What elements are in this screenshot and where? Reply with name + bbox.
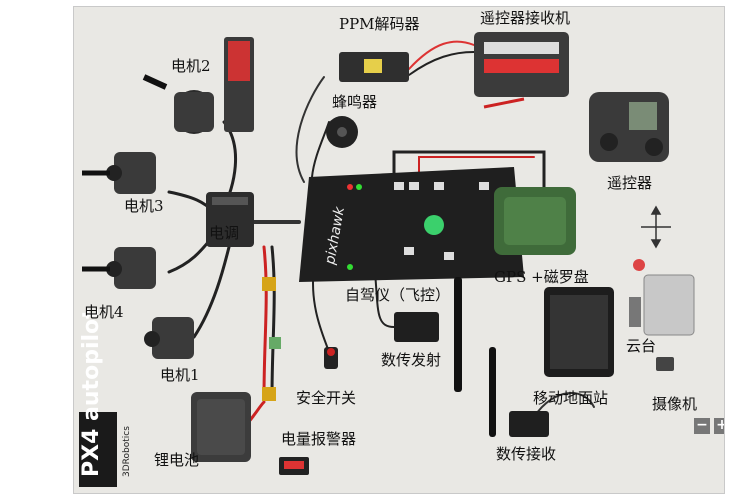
label-gps: GPS +磁罗盘 — [494, 268, 589, 286]
gps-module — [494, 187, 576, 255]
tablet — [544, 287, 614, 377]
label-gimbal: 云台 — [626, 337, 657, 355]
power-red-wire — [262, 245, 268, 399]
flight-controller — [299, 167, 524, 282]
px4-logo: PX4 autopilot — [79, 308, 117, 487]
label-battery-alarm: 电量报警器 — [281, 430, 357, 448]
telemetry-tx-radio — [394, 277, 462, 392]
svg-text:PX4 autopilot: PX4 autopilot — [79, 308, 104, 477]
zoom-in-button[interactable]: + — [714, 418, 724, 434]
label-motor3: 电机3 — [124, 197, 164, 215]
wiring-diagram: PX4 autopilot 3DRobotics pixhawk — [79, 32, 695, 487]
motor1 — [144, 317, 194, 359]
label-receiver: 遥控器接收机 — [480, 9, 571, 27]
label-transmitter: 遥控器 — [607, 174, 653, 192]
battery-pack — [191, 392, 251, 462]
orientation-icon — [641, 205, 671, 249]
transmitter-body — [589, 92, 669, 162]
ppm-to-fc-wire — [295, 76, 325, 183]
diagram-frame: PX4 autopilot 3DRobotics pixhawk PPM解码器 … — [73, 6, 725, 494]
gimbal-assembly — [629, 259, 695, 371]
label-safety-switch: 安全开关 — [296, 389, 357, 407]
label-esc: 电调 — [209, 224, 240, 242]
3drobotics-logo: 3DRobotics — [122, 426, 132, 477]
receiver-ppm-wires-2 — [408, 51, 475, 76]
telemetry-rx-radio — [489, 347, 549, 437]
label-motor2: 电机2 — [171, 57, 211, 75]
label-battery: 锂电池 — [154, 451, 200, 469]
label-telemetry-tx: 数传发射 — [381, 351, 442, 369]
label-ground-station: 移动地面站 — [533, 389, 609, 407]
receiver-ppm-wires — [408, 40, 475, 70]
rx-to-laptop-wire — [533, 392, 595, 418]
label-motor1: 电机1 — [160, 366, 200, 384]
motor2 — [142, 74, 214, 134]
power-black-wire — [270, 245, 276, 399]
gps-to-fc-wire — [392, 150, 546, 189]
label-telemetry-rx: 数传接收 — [496, 445, 557, 463]
motor3 — [82, 152, 156, 194]
label-buzzer: 蜂鸣器 — [332, 93, 378, 111]
svg-text:3DRobotics: 3DRobotics — [122, 426, 132, 477]
label-autopilot: 自驾仪（飞控） — [345, 286, 451, 304]
label-motor4: 电机4 — [84, 303, 124, 321]
motor4 — [82, 247, 156, 289]
motor1-wire — [192, 245, 231, 339]
label-camera: 摄像机 — [652, 395, 698, 413]
label-ppm-decoder: PPM解码器 — [339, 15, 420, 33]
esc-block — [206, 192, 254, 247]
zoom-out-button[interactable]: − — [694, 418, 710, 434]
safety-switch-device — [324, 347, 338, 369]
